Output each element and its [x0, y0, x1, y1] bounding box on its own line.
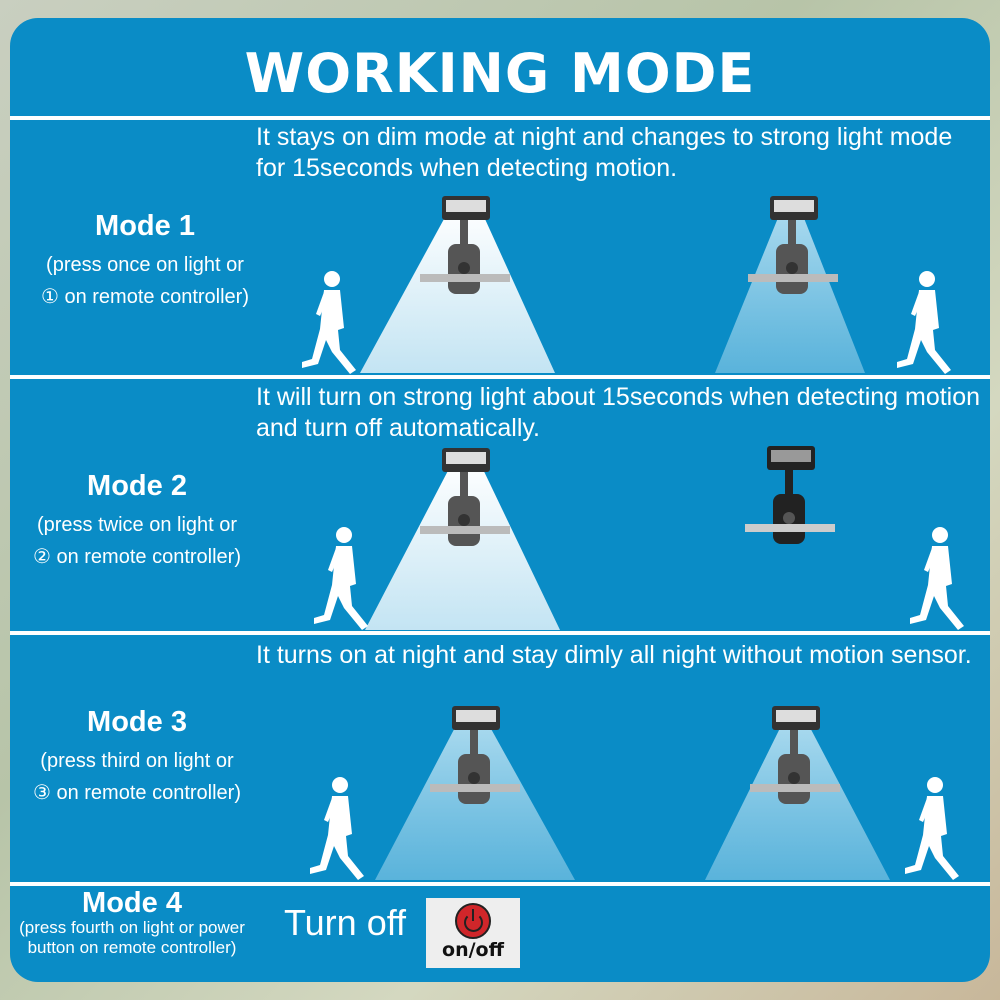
mode3-label: Mode 3 (press third on light or ③ on rem… [12, 706, 262, 809]
mode-instruction: ② on remote controller) [32, 546, 241, 568]
lamp-off-icon [745, 446, 835, 544]
mode2-illustration [314, 446, 964, 630]
on-off-button-image: on/off [426, 898, 520, 968]
divider [10, 375, 990, 379]
working-mode-panel: WORKING MODE It stays on dim mode at nig… [10, 18, 990, 982]
lamp-icon [750, 706, 840, 804]
on-off-label: on/off [442, 939, 504, 961]
mode1-description: It stays on dim mode at night and change… [256, 123, 953, 182]
turn-off-label: Turn off [284, 902, 407, 943]
mode-instruction: button on remote controller) [27, 938, 237, 957]
illustrations [302, 196, 964, 880]
walking-person-icon [897, 271, 951, 374]
mode-title: Mode 1 [95, 210, 195, 242]
mode-title: Mode 3 [87, 706, 187, 738]
walking-person-icon [302, 271, 356, 374]
divider [10, 631, 990, 635]
power-icon [455, 903, 491, 939]
strong-light-cone [365, 463, 560, 630]
mode-instruction: ① on remote controller) [40, 286, 249, 308]
mode-instruction: (press fourth on light or power [19, 918, 245, 937]
mode3-illustration [310, 706, 959, 880]
mode4-label: Mode 4 (press fourth on light or power b… [14, 888, 250, 958]
divider [10, 882, 990, 886]
mode-instruction: (press once on light or [46, 254, 244, 276]
page-title: WORKING MODE [244, 42, 756, 105]
lamp-icon [420, 448, 510, 546]
mode3-description: It turns on at night and stay dimly all … [256, 641, 972, 669]
mode2-label: Mode 2 (press twice on light or ② on rem… [12, 470, 262, 573]
lamp-icon [748, 196, 838, 294]
walking-person-icon [314, 527, 368, 630]
mode2-description: It will turn on strong light about 15sec… [256, 383, 981, 442]
walking-person-icon [310, 777, 364, 880]
mode-title: Mode 2 [87, 470, 187, 502]
mode-title: Mode 4 [82, 887, 182, 919]
walking-person-icon [910, 527, 964, 630]
divider [10, 116, 990, 120]
mode1-illustration [302, 196, 951, 374]
mode-instruction: (press third on light or [40, 750, 234, 772]
mode-instruction: (press twice on light or [36, 514, 238, 536]
mode1-label: Mode 1 (press once on light or ① on remo… [20, 210, 270, 313]
mode-instruction: ③ on remote controller) [32, 782, 241, 804]
walking-person-icon [905, 777, 959, 880]
